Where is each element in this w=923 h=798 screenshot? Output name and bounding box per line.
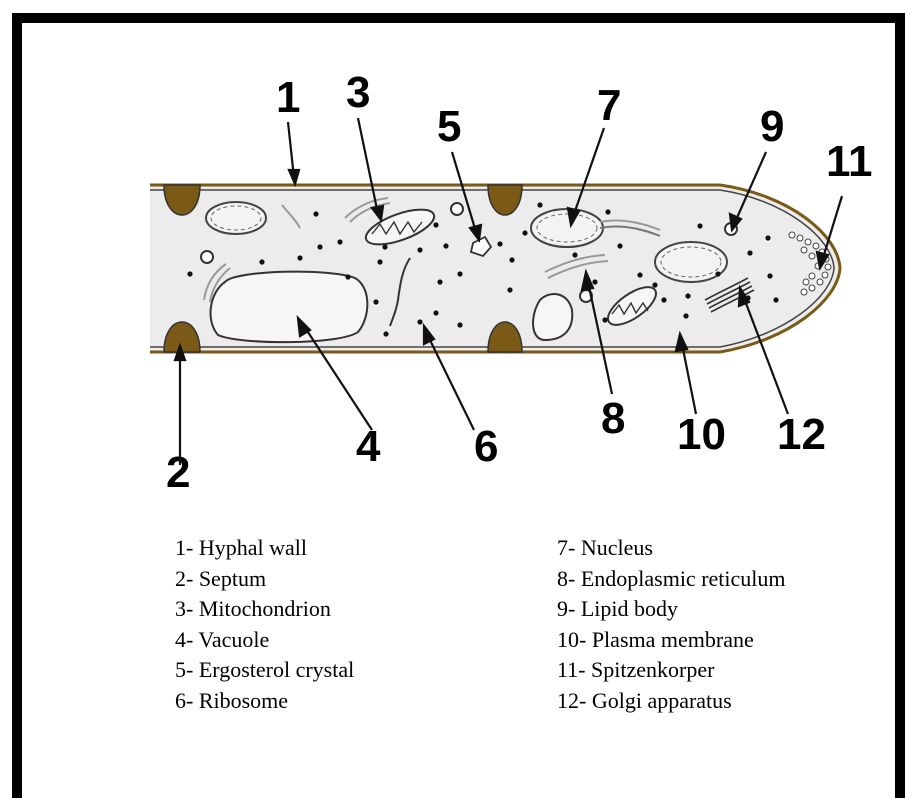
label-12: 12 — [777, 410, 826, 459]
label-5: 5 — [437, 102, 461, 151]
label-8: 8 — [601, 394, 625, 443]
label-3: 3 — [346, 68, 370, 117]
legend-item-9: 9- Lipid body — [557, 594, 786, 625]
label-11: 11 — [826, 137, 873, 186]
legend-item-11: 11- Spitzenkorper — [557, 655, 786, 686]
legend-item-4: 4- Vacuole — [175, 625, 354, 656]
legend-item-1: 1- Hyphal wall — [175, 533, 354, 564]
legend-right: 7- Nucleus 8- Endoplasmic reticulum 9- L… — [557, 533, 786, 716]
nucleus-center — [531, 209, 603, 247]
label-7: 7 — [597, 81, 621, 130]
legend-item-2: 2- Septum — [175, 564, 354, 595]
legend-item-7: 7- Nucleus — [557, 533, 786, 564]
legend-item-10: 10- Plasma membrane — [557, 625, 786, 656]
legend-item-12: 12- Golgi apparatus — [557, 686, 786, 717]
label-2: 2 — [166, 448, 190, 497]
label-6: 6 — [474, 422, 498, 471]
vacuole-small — [533, 294, 572, 340]
nucleus-left — [206, 202, 266, 234]
label-4: 4 — [356, 422, 381, 471]
label-1: 1 — [276, 73, 300, 122]
legend-item-3: 3- Mitochondrion — [175, 594, 354, 625]
legend-item-8: 8- Endoplasmic reticulum — [557, 564, 786, 595]
label-10: 10 — [677, 410, 726, 459]
legend-item-6: 6- Ribosome — [175, 686, 354, 717]
legend-left: 1- Hyphal wall 2- Septum 3- Mitochondrio… — [175, 533, 354, 716]
legend-item-5: 5- Ergosterol crystal — [175, 655, 354, 686]
label-9: 9 — [760, 102, 784, 151]
vacuole-large — [211, 272, 368, 343]
nucleus-right — [655, 242, 727, 282]
